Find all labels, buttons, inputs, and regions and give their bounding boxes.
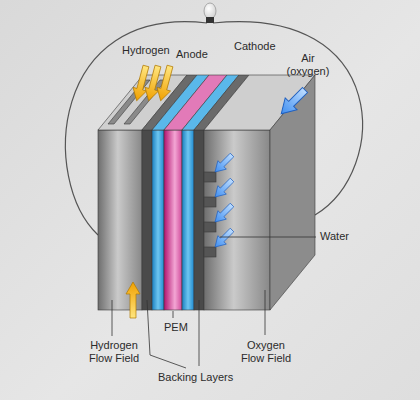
water-outlet [204, 197, 216, 207]
backing-layer [194, 130, 204, 310]
leader-line [112, 300, 113, 336]
leader-line [173, 311, 174, 318]
oxygen-flow-field-side [270, 75, 315, 310]
leader-line [147, 300, 186, 368]
leader-line [199, 300, 200, 366]
cathode-layer [182, 130, 194, 310]
water-outlet [204, 172, 216, 182]
water-arrow [211, 226, 236, 251]
leader-line [220, 237, 316, 238]
part-label: Air (oxygen) [280, 52, 336, 78]
air-arrow [275, 84, 311, 120]
water-outlet [204, 222, 216, 232]
part-label: Cathode [234, 40, 276, 53]
water-arrow [211, 176, 236, 201]
part-label: Oxygen Flow Field [237, 339, 295, 365]
part-label: Water [320, 230, 349, 243]
pem-layer [164, 130, 182, 310]
part-label: Hydrogen Flow Field [85, 339, 143, 365]
part-label: Hydrogen [122, 44, 170, 57]
backing-layer [142, 130, 152, 310]
light-bulb [204, 3, 216, 19]
water-arrow [211, 151, 236, 176]
part-label: PEM [164, 321, 188, 334]
bulb-base [206, 17, 214, 23]
water-outlet [204, 247, 216, 257]
hydrogen-arrow [154, 64, 177, 102]
oxygen-flow-field [204, 130, 270, 310]
anode-layer [152, 130, 164, 310]
water-arrow [211, 201, 236, 226]
hydrogen-flow-field [98, 130, 142, 310]
part-label: Anode [176, 48, 208, 61]
hydrogen-arrow [126, 282, 140, 318]
leader-line [265, 290, 266, 335]
part-label: Backing Layers [158, 371, 233, 384]
